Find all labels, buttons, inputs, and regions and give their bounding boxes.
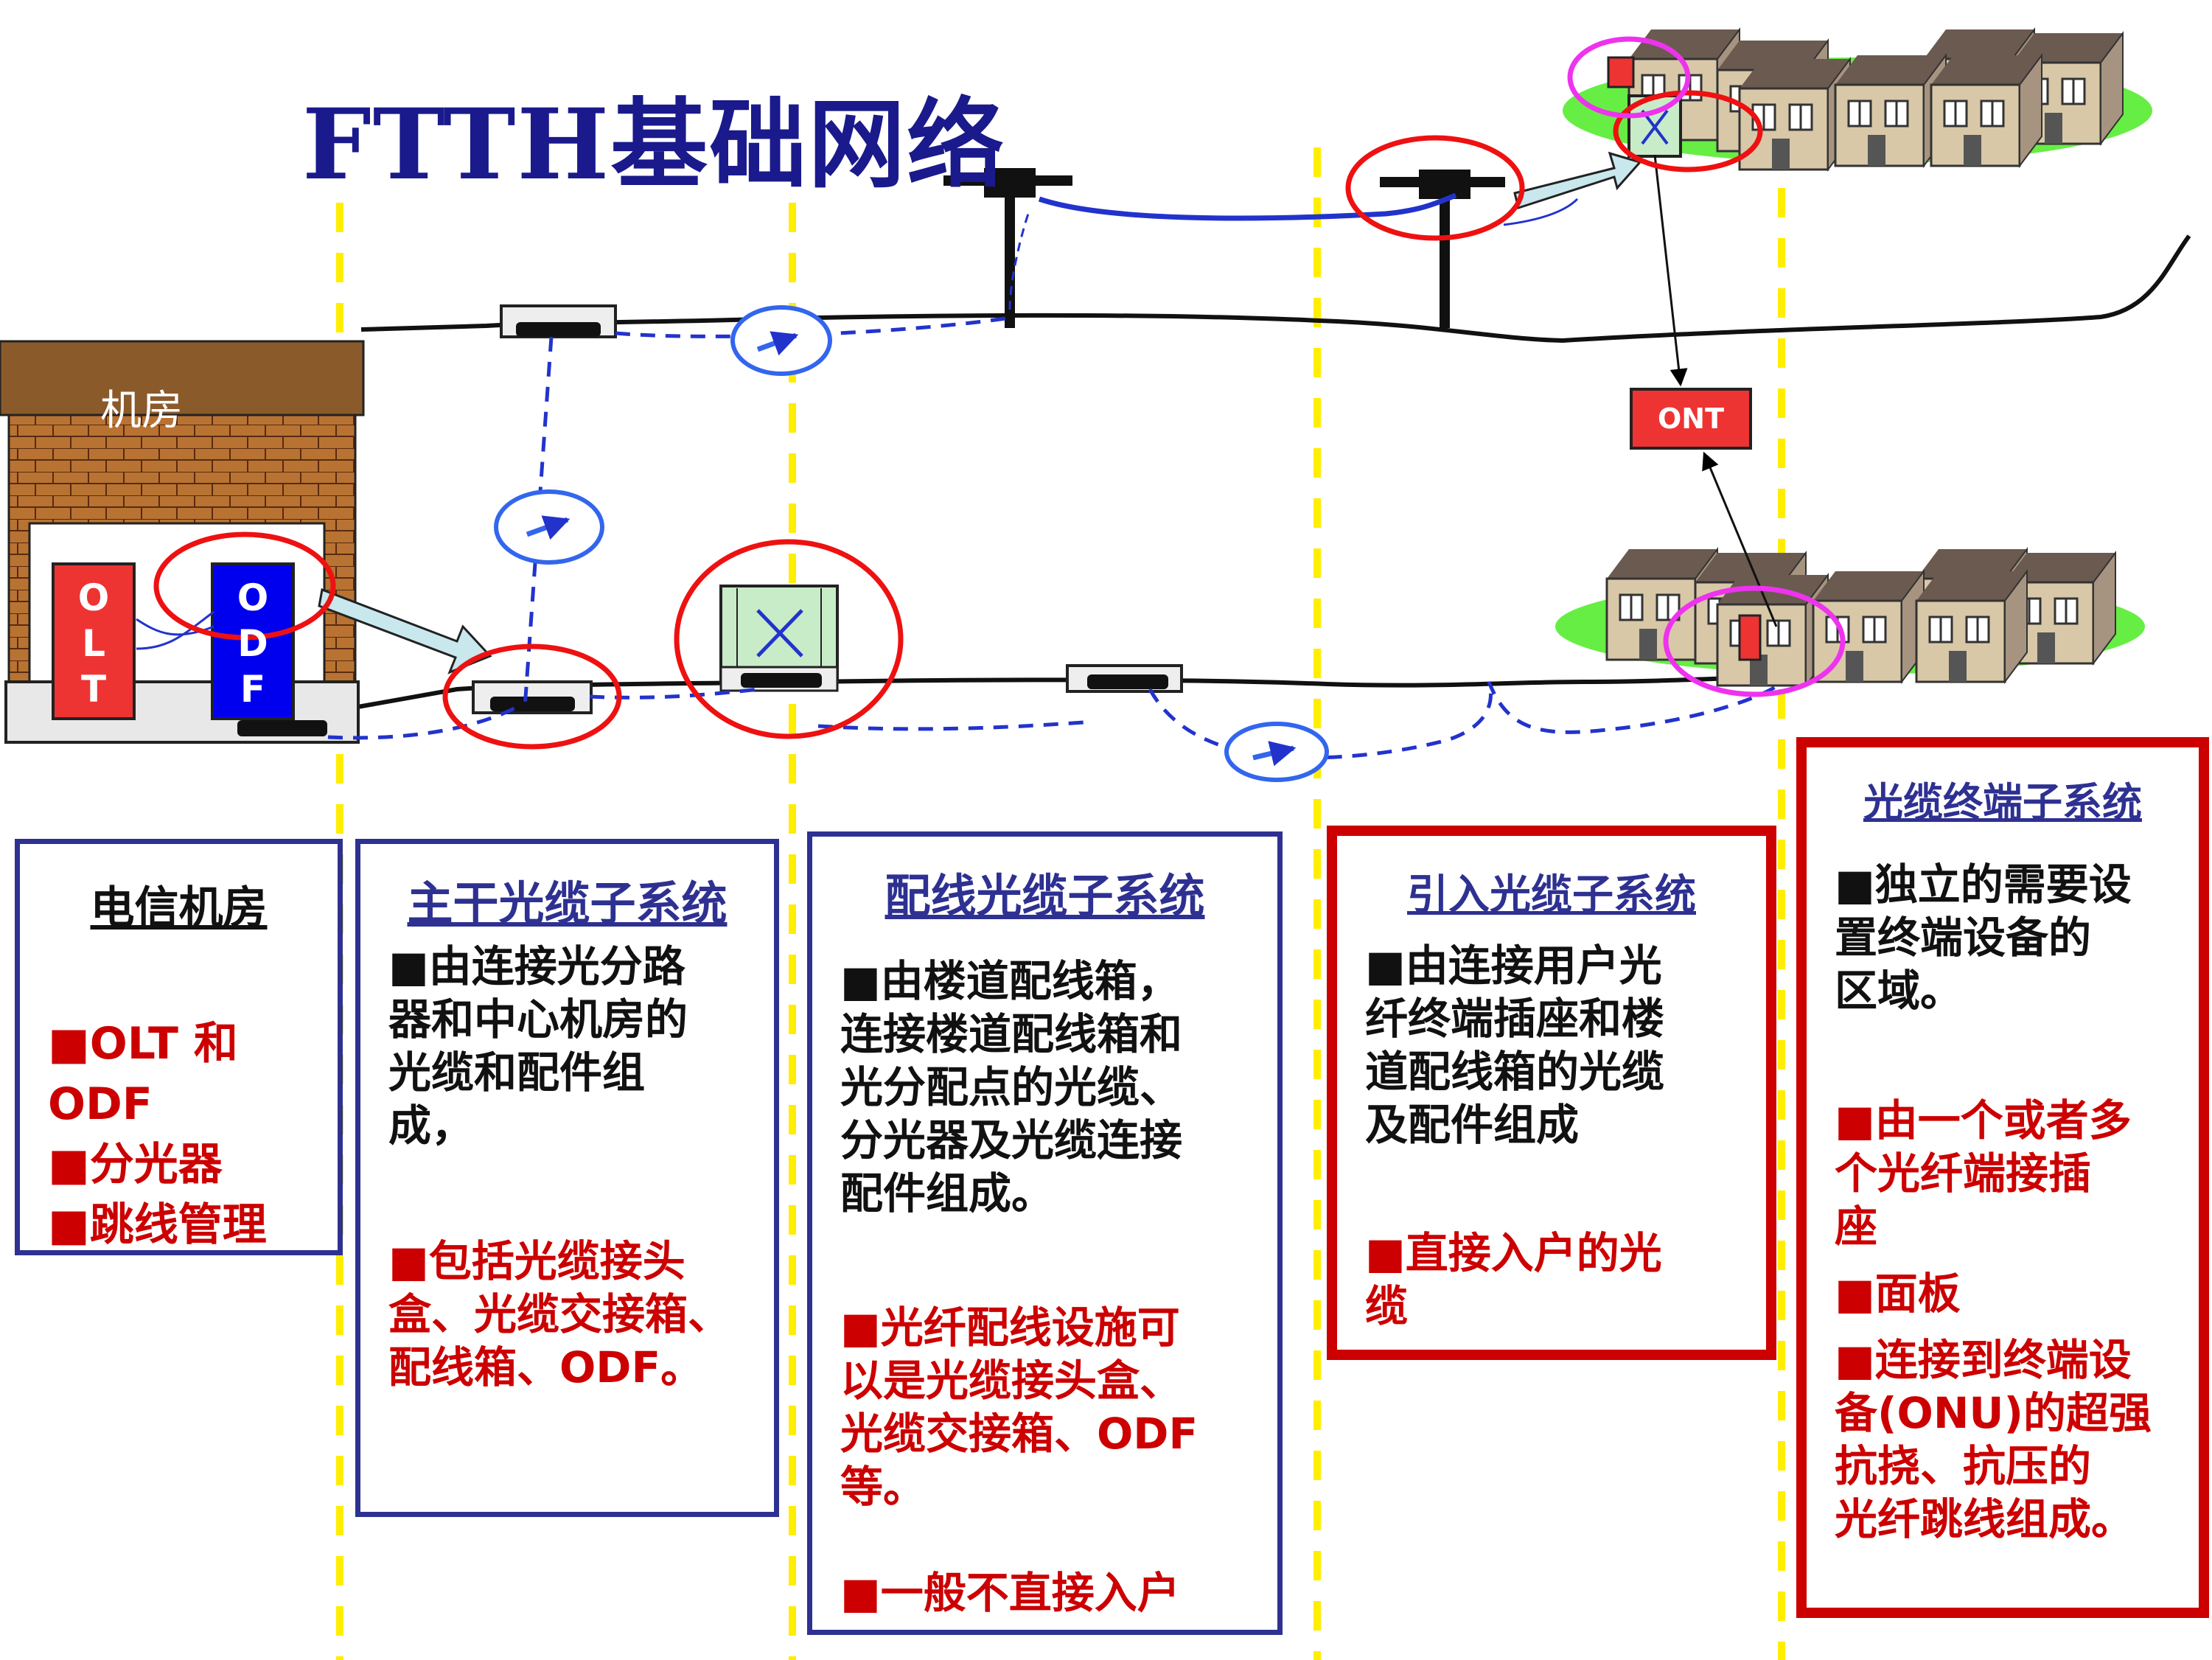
text-line: ■由一个或者多 — [1835, 1095, 2132, 1145]
text-line: 配件组成。 — [840, 1168, 1055, 1218]
odf-cable-block — [237, 720, 327, 736]
panel-red-text: ■包括光缆接头 盒、光缆交接箱、 配线箱、ODF。 — [388, 1235, 786, 1394]
splice-closure-lower-right — [1066, 664, 1183, 693]
highlight-subscriber-box — [1613, 90, 1763, 172]
odf-label: O D F — [237, 576, 269, 711]
lower-ground-line — [353, 674, 1784, 710]
highlight-pole-closure — [1345, 135, 1525, 241]
drop-fiber-pole2 — [1503, 198, 1579, 226]
panel-drop-cable: 引入光缆子系统 ■由连接用户光 纤终端插座和楼 道配线箱的光缆 及配件组成 ■直… — [1327, 826, 1776, 1360]
callout-arrow-pole — [1513, 151, 1642, 209]
panel-title: 主干光缆子系统 — [407, 876, 728, 930]
house-cluster-top — [1563, 28, 2152, 171]
panel-red-text-2: ■连接到终端设 备(ONU)的超强 抗挠、抗压的 光纤跳线组成。 — [1835, 1333, 2212, 1546]
highlight-terminal-bottom — [1663, 585, 1846, 697]
terminal-socket-top — [1607, 56, 1635, 88]
panel-black-text: ■由连接光分路 器和中心机房的 光缆和配件组 成， — [388, 940, 786, 1152]
text-line: ■直接入户的光 — [1365, 1228, 1662, 1278]
text-line: ■由连接光分路 — [388, 941, 685, 991]
text-line: ■由连接用户光 — [1365, 941, 1662, 991]
direction-indicator-2 — [494, 489, 604, 565]
text-line: 个光纤端接插 — [1835, 1148, 2092, 1199]
panel-red-text: ■由一个或者多 个光纤端接插 座 — [1835, 1094, 2212, 1253]
text-line: 道配线箱的光缆 — [1365, 1047, 1665, 1097]
text-line: 座 — [1835, 1202, 1878, 1252]
utility-pole-2 — [1380, 170, 1505, 328]
page-title: FTTH基础网络 — [302, 88, 1006, 202]
direction-indicator-3 — [1224, 722, 1329, 782]
text-line: ■分光器 — [48, 1139, 223, 1190]
text-line: 纤终端插座和楼 — [1365, 994, 1665, 1044]
aerial-fiber — [1038, 192, 1457, 221]
panel-telecom-room: 电信机房 ■OLT 和 ODF ■分光器 ■跳线管理 — [15, 839, 343, 1255]
text-line: ■独立的需要设 — [1835, 859, 2132, 910]
text-line: 配线箱、ODF。 — [388, 1342, 704, 1392]
olt-label: O L T — [77, 576, 110, 711]
text-line: 盒、光缆交接箱、 — [388, 1289, 731, 1339]
drop-fiber-pole1 — [1008, 213, 1030, 310]
text-line: 以是光缆接头盒、 — [840, 1356, 1183, 1406]
machine-room-label: 机房 — [100, 387, 183, 435]
panel-black-text: ■由连接用户光 纤终端插座和楼 道配线箱的光缆 及配件组成 — [1365, 939, 1778, 1151]
text-line: 分光器及光缆连接 — [840, 1115, 1183, 1165]
text-line: ■连接到终端设 — [1835, 1335, 2132, 1385]
ont-label: ONT — [1657, 402, 1725, 435]
ont-box — [1630, 388, 1752, 450]
text-line: 光缆交接箱、ODF — [840, 1409, 1199, 1459]
text-line: 置终端设备的 — [1835, 913, 2092, 963]
text-line: ■包括光缆接头 — [388, 1236, 685, 1286]
ont-arrow-top — [1653, 154, 1688, 387]
utility-pole-1 — [943, 168, 1072, 328]
text-line: 备(ONU)的超强 — [1835, 1388, 2152, 1438]
text-line: ODF — [48, 1078, 153, 1130]
text-line: 区域。 — [1835, 966, 1964, 1016]
upper-ground-line — [360, 234, 2191, 343]
text-line: ■跳线管理 — [48, 1199, 267, 1251]
panel-black-text: ■由楼道配线箱， 连接楼道配线箱和 光分配点的光缆、 分光器及光缆连接 配件组成… — [840, 955, 1297, 1220]
splice-closure-upper — [500, 304, 617, 338]
house-cluster-bottom — [1555, 548, 2145, 687]
cross-connect-cabinet — [719, 585, 839, 692]
highlight-odf — [153, 531, 336, 641]
text-line: 器和中心机房的 — [388, 994, 688, 1045]
text-line: ■光纤配线设施可 — [840, 1302, 1180, 1353]
text-line: 缆 — [1365, 1281, 1409, 1331]
panel-black-text: ■独立的需要设 置终端设备的 区域。 — [1835, 858, 2212, 1017]
olt-unit — [52, 562, 136, 720]
panel-title: 电信机房 — [90, 882, 268, 934]
text-line: ■OLT 和 — [48, 1018, 238, 1070]
text-line: 抗挠、抗压的 — [1835, 1441, 2092, 1491]
text-line: 连接楼道配线箱和 — [840, 1009, 1183, 1059]
odf-unit — [211, 562, 295, 720]
panel-distribution-cable: 配线光缆子系统 ■由楼道配线箱， 连接楼道配线箱和 光分配点的光缆、 分光器及光… — [807, 831, 1283, 1635]
panel-red-item: ■面板 — [1835, 1269, 1961, 1319]
panel-red-text: ■OLT 和 ODF ■分光器 ■跳线管理 — [48, 1014, 343, 1255]
ont-arrow-bottom — [1702, 451, 1778, 627]
text-line: 光纤跳线组成。 — [1835, 1494, 2135, 1544]
highlight-splitter-closure — [442, 644, 622, 750]
panel-title: 引入光缆子系统 — [1407, 871, 1696, 919]
text-line: 等。 — [840, 1462, 927, 1512]
panel-red-text: ■光纤配线设施可 以是光缆接头盒、 光缆交接箱、ODF 等。 — [840, 1301, 1297, 1513]
text-line: 光缆和配件组 — [388, 1047, 646, 1098]
highlight-terminal-top — [1567, 36, 1691, 119]
text-line: 光分配点的光缆、 — [840, 1062, 1183, 1112]
highlight-cabinet — [674, 539, 904, 739]
direction-indicator-1 — [730, 305, 832, 376]
panel-red-text: ■直接入户的光 缆 — [1365, 1227, 1778, 1333]
text-line: 及配件组成 — [1365, 1100, 1580, 1150]
panel-title: 光缆终端子系统 — [1863, 779, 2142, 826]
panel-terminal-cable: 光缆终端子系统 ■独立的需要设 置终端设备的 区域。 ■由一个或者多 个光纤端接… — [1796, 737, 2209, 1618]
panel-trunk-cable: 主干光缆子系统 ■由连接光分路 器和中心机房的 光缆和配件组 成， ■包括光缆接… — [355, 839, 779, 1517]
text-line: 成， — [388, 1101, 475, 1151]
panel-red-note: ■一般不直接入户 — [840, 1568, 1180, 1618]
splice-closure-lower-left — [472, 680, 593, 714]
terminal-socket-bottom — [1738, 614, 1762, 661]
text-line: ■由楼道配线箱， — [840, 956, 1180, 1006]
panel-title: 配线光缆子系统 — [885, 869, 1205, 923]
